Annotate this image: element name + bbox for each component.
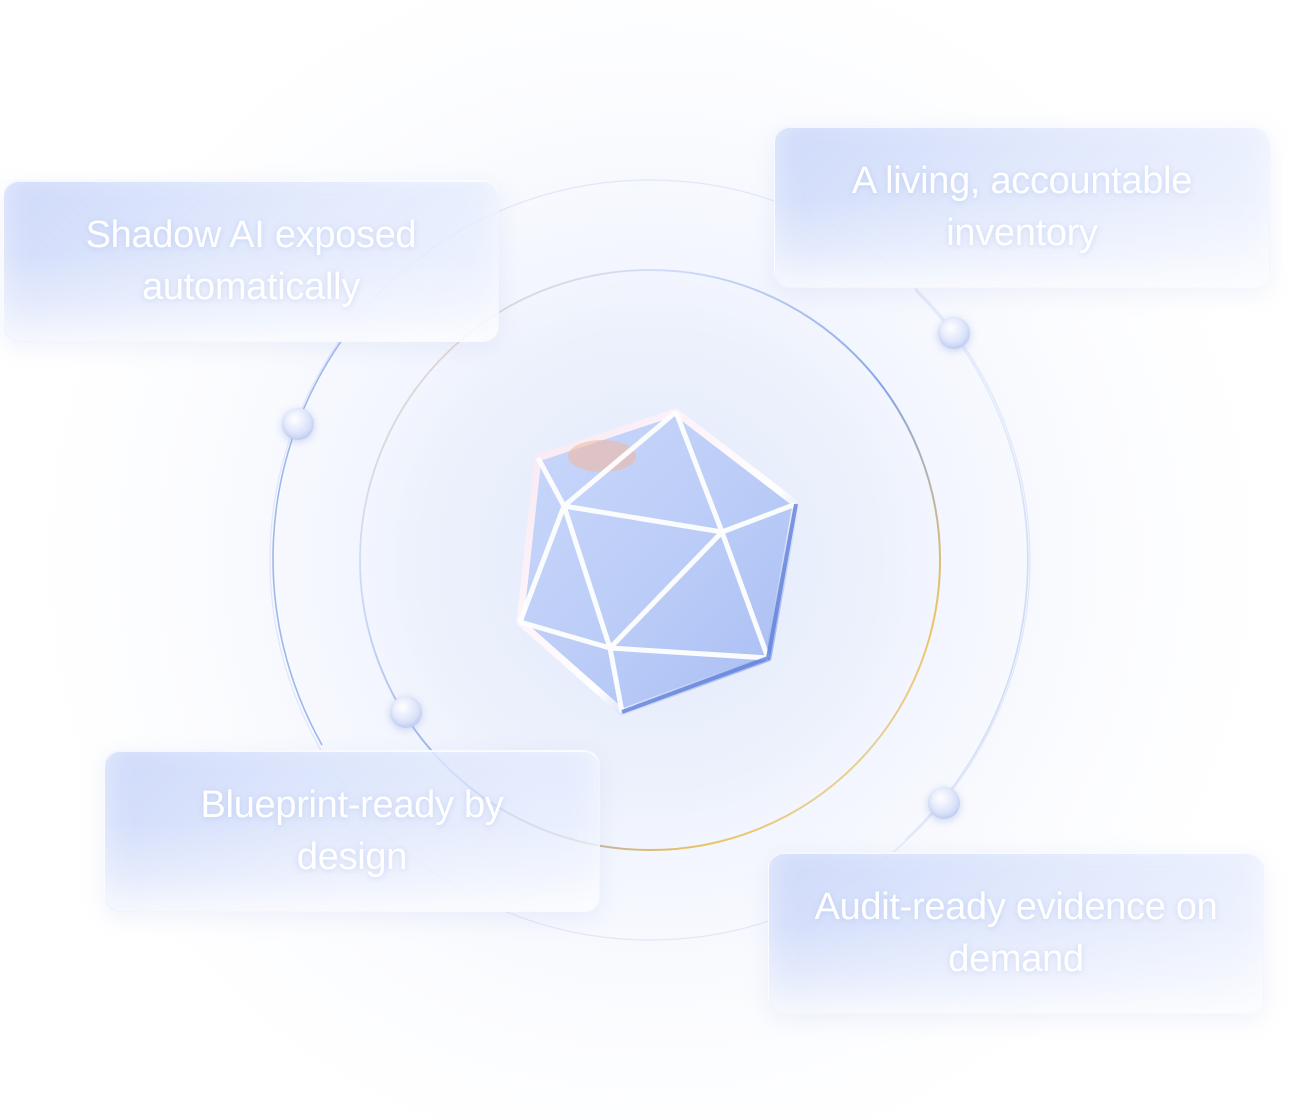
feature-card-inventory: A living, accountable inventory — [774, 126, 1270, 288]
orbit-node — [390, 696, 422, 728]
icosahedron-gem-icon — [516, 408, 800, 716]
orbit-node — [282, 408, 314, 440]
feature-card-label: Shadow AI exposed automatically — [85, 214, 417, 308]
gem-highlight — [568, 440, 636, 472]
feature-card-label: Blueprint-ready by design — [200, 784, 504, 878]
orbit-node — [938, 317, 970, 349]
outer-orbit-blue-arc — [272, 339, 343, 746]
gem-outline — [516, 408, 800, 716]
feature-card-shadow-ai: Shadow AI exposed automatically — [3, 180, 499, 342]
orbit-node — [928, 787, 960, 819]
feature-card-audit: Audit-ready evidence on demand — [768, 852, 1264, 1014]
inner-orbit-ring — [359, 269, 941, 851]
feature-card-label: A living, accountable inventory — [851, 160, 1193, 254]
gem-facets — [517, 410, 797, 713]
outer-orbit-right-arc — [904, 289, 1029, 841]
outer-orbit-ring — [269, 179, 1031, 941]
feature-card-label: Audit-ready evidence on demand — [814, 886, 1218, 980]
gem-shadow-edge — [621, 503, 798, 714]
feature-card-blueprint: Blueprint-ready by design — [104, 750, 600, 912]
